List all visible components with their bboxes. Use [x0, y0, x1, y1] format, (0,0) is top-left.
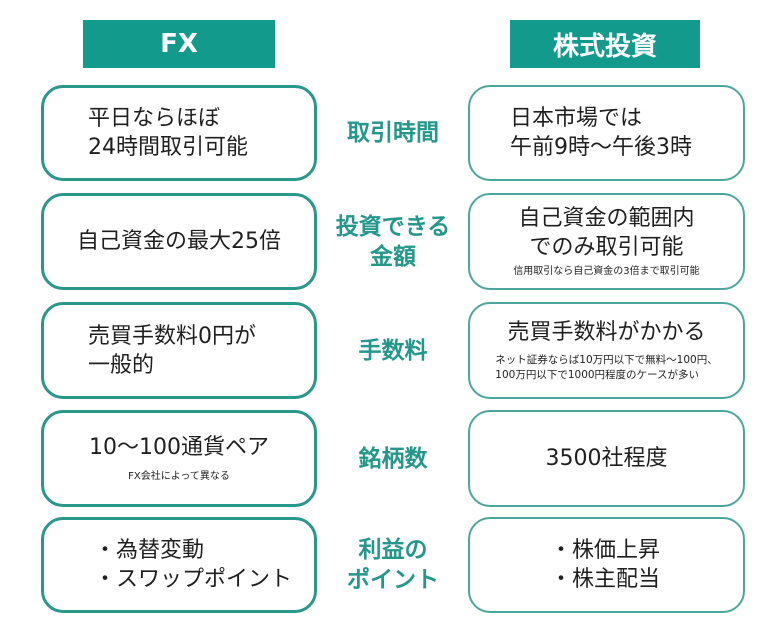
label-line: 利益の [358, 537, 428, 563]
fx-profit-point-2: ・スワップポイント [94, 567, 293, 592]
label-line: 投資できる [335, 213, 451, 240]
stock-fees-note-line-2: 100万円以下で1000円程度のケースが多い [495, 369, 700, 381]
row-label-profit-points: 利益の ポイント [320, 517, 466, 613]
row-label-investable-amount: 投資できる 金額 [320, 193, 466, 290]
label-line: 取引時間 [347, 120, 439, 146]
label-line: 手数料 [358, 337, 428, 364]
stock-trading-hours-box: 日本市場では 午前9時〜午後3時 [468, 85, 745, 181]
stock-trading-hours-line-2: 午前9時〜午後3時 [510, 135, 692, 160]
fx-fees-line-2: 一般的 [88, 352, 155, 378]
stock-investable-amount-box: 自己資金の範囲内 でのみ取引可能 信用取引なら自己資金の3倍まで取引可能 [468, 193, 745, 290]
stock-investable-amount-line-2: でのみ取引可能 [529, 235, 684, 260]
stock-fees-note: ネット証券ならば10万円以下で無料〜100円、 100万円以下で1000円程度の… [495, 353, 717, 383]
fx-profit-points-box: ・為替変動 ・スワップポイント [41, 517, 317, 613]
stock-column-header: 株式投資 [510, 20, 700, 68]
fx-investable-amount-box: 自己資金の最大25倍 [41, 193, 317, 290]
stock-investable-amount-note: 信用取引なら自己資金の3倍まで取引可能 [513, 266, 700, 277]
stock-profit-point-1: ・株価上昇 [550, 538, 661, 563]
row-label-instruments: 銘柄数 [320, 410, 466, 507]
stock-profit-point-2: ・株主配当 [550, 567, 661, 592]
stock-profit-points-box: ・株価上昇 ・株主配当 [468, 517, 745, 613]
label-line: ポイント [347, 567, 439, 593]
fx-instruments-box: 10〜100通貨ペア FX会社によって異なる [41, 410, 317, 507]
stock-trading-hours-line-1: 日本市場では [510, 106, 643, 131]
fx-trading-hours-line-1: 平日ならほぼ [88, 106, 221, 131]
fx-profit-point-1: ・為替変動 [94, 538, 205, 563]
stock-fees-line-1: 売買手数料がかかる [507, 320, 706, 345]
label-line: 銘柄数 [358, 445, 428, 472]
row-label-fees: 手数料 [320, 302, 466, 399]
stock-fees-note-line-1: ネット証券ならば10万円以下で無料〜100円、 [495, 354, 718, 366]
fx-fees-box: 売買手数料0円が 一般的 [41, 302, 317, 399]
stock-investable-amount-line-1: 自己資金の範囲内 [518, 206, 695, 231]
stock-instruments-line-1: 3500社程度 [545, 446, 668, 471]
fx-column-header: FX [83, 20, 275, 68]
fx-trading-hours-box: 平日ならほぼ 24時間取引可能 [41, 85, 317, 181]
row-label-trading-hours: 取引時間 [320, 85, 466, 181]
fx-trading-hours-line-2: 24時間取引可能 [88, 135, 248, 160]
label-line: 金額 [370, 243, 416, 270]
stock-instruments-box: 3500社程度 [468, 410, 745, 507]
fx-instruments-note: FX会社によって異なる [128, 471, 230, 482]
stock-fees-box: 売買手数料がかかる ネット証券ならば10万円以下で無料〜100円、 100万円以… [468, 302, 745, 399]
fx-investable-amount-line-1: 自己資金の最大25倍 [77, 229, 281, 254]
fx-instruments-line-1: 10〜100通貨ペア [89, 435, 269, 460]
fx-fees-line-1: 売買手数料0円が [88, 323, 256, 349]
